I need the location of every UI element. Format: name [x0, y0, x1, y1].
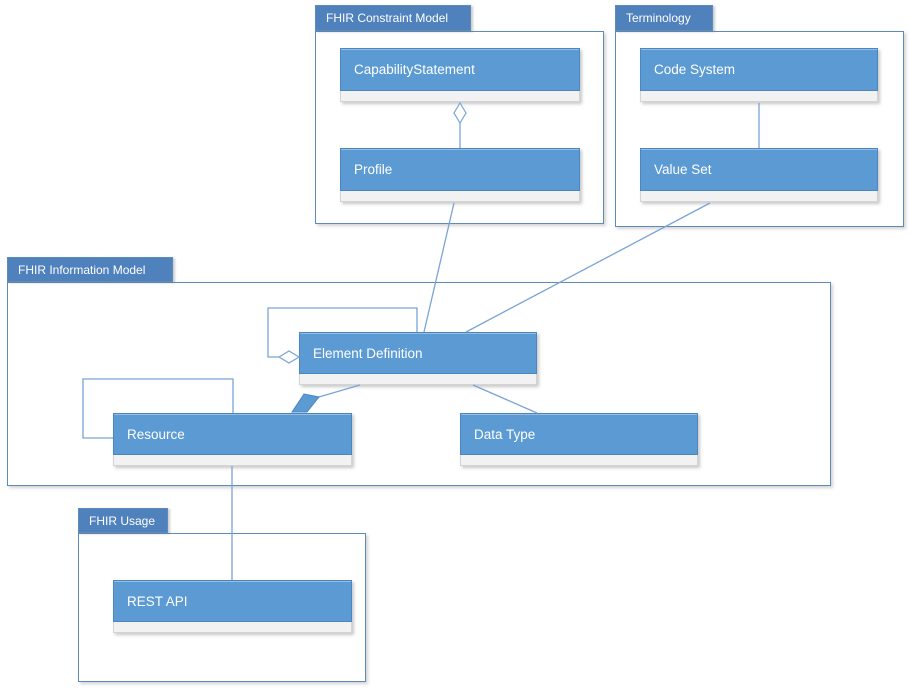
class-capability-statement: CapabilityStatement [340, 48, 580, 102]
class-compartment-strip [640, 191, 878, 202]
package-label: FHIR Usage [89, 513, 156, 528]
class-element-definition: Element Definition [299, 332, 537, 385]
class-compartment-strip [299, 374, 537, 385]
class-label: REST API [127, 593, 188, 609]
class-compartment-strip [113, 455, 352, 466]
package-tab-fhir-information-model: FHIR Information Model [7, 257, 173, 282]
class-title-bar: Resource [113, 413, 352, 455]
class-label: Data Type [474, 426, 536, 442]
package-label: FHIR Information Model [18, 262, 146, 277]
class-compartment-strip [460, 455, 698, 466]
class-title-bar: Value Set [640, 148, 878, 191]
class-profile: Profile [340, 148, 580, 202]
class-code-system: Code System [640, 48, 878, 102]
class-label: Profile [354, 162, 393, 177]
package-tab-fhir-constraint-model: FHIR Constraint Model [315, 5, 471, 31]
class-rest-api: REST API [113, 580, 352, 633]
class-title-bar: Element Definition [299, 332, 537, 374]
package-label: FHIR Constraint Model [326, 11, 449, 25]
class-title-bar: Code System [640, 48, 878, 91]
package-tab-terminology: Terminology [615, 5, 713, 31]
class-label: Resource [127, 426, 185, 442]
class-label: CapabilityStatement [354, 62, 475, 77]
class-compartment-strip [340, 91, 580, 102]
package-label: Terminology [626, 11, 691, 25]
class-label: Value Set [654, 162, 712, 177]
class-title-bar: Profile [340, 148, 580, 191]
class-data-type: Data Type [460, 413, 698, 466]
class-title-bar: CapabilityStatement [340, 48, 580, 91]
class-compartment-strip [113, 622, 352, 633]
class-label: Code System [654, 62, 736, 77]
class-compartment-strip [340, 191, 580, 202]
class-title-bar: REST API [113, 580, 352, 622]
class-label: Element Definition [313, 345, 423, 361]
class-title-bar: Data Type [460, 413, 698, 455]
class-resource: Resource [113, 413, 352, 466]
package-tab-fhir-usage: FHIR Usage [78, 508, 168, 533]
class-compartment-strip [640, 91, 878, 102]
class-value-set: Value Set [640, 148, 878, 202]
